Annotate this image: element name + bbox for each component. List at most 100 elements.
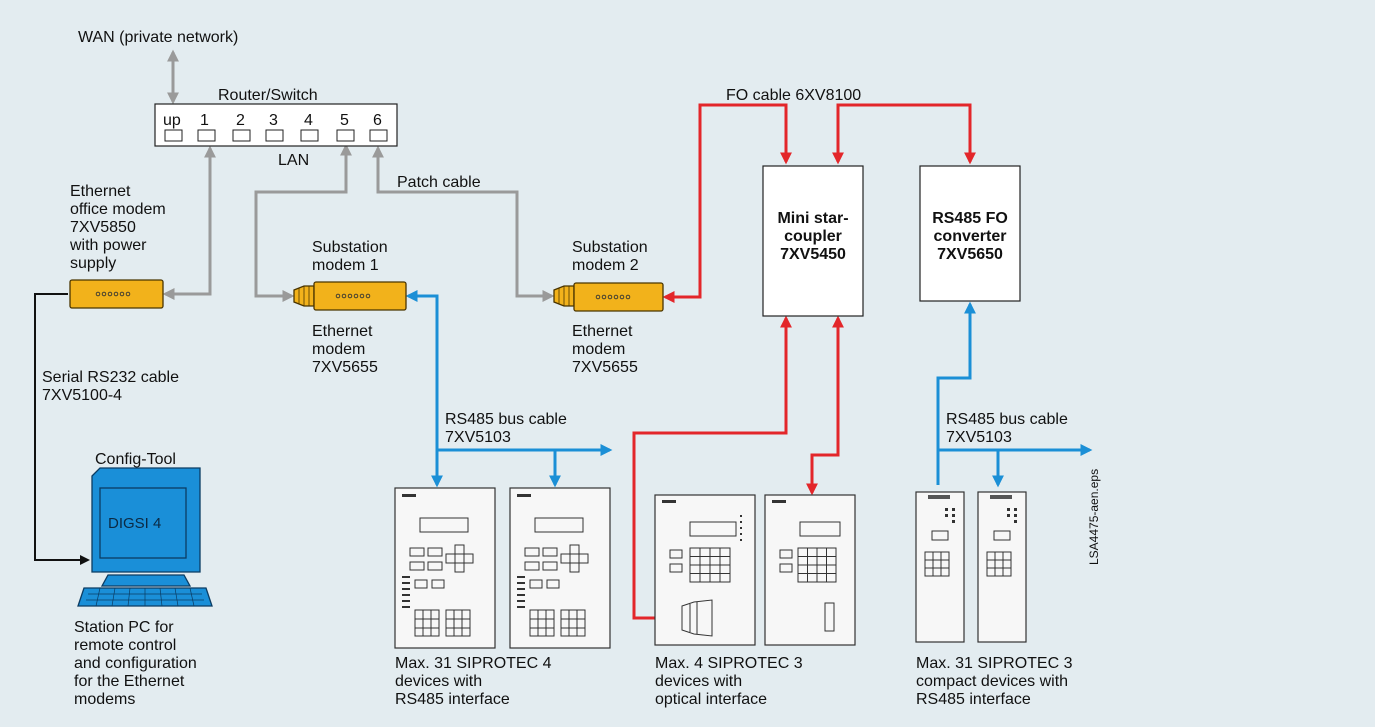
svg-text:RS485 interface: RS485 interface [395,691,510,708]
rs485-fo-converter [919,165,1021,302]
substation-modem-2 [553,282,664,312]
svg-text:RS485 FO: RS485 FO [932,210,1008,227]
svg-text:Max. 31 SIPROTEC 4: Max. 31 SIPROTEC 4 [395,655,552,672]
siprotec3-compact-device-6 [977,491,1027,643]
svg-text:Mini star-: Mini star- [777,210,848,227]
mini-star-coupler [762,165,864,317]
siprotec3-device-4 [764,494,856,646]
fo-modem2-to-coupler [662,103,792,303]
svg-text:4: 4 [304,112,313,129]
station-pc [77,467,213,607]
svg-text:supply: supply [70,255,116,272]
siprotec4-device-2 [509,487,611,649]
svg-text:optical interface: optical interface [655,691,767,708]
modem-leds [95,291,131,297]
svg-text:RS485 interface: RS485 interface [916,691,1031,708]
svg-text:Max. 4 SIPROTEC 3: Max. 4 SIPROTEC 3 [655,655,803,672]
wan-label: WAN (private network) [78,29,238,46]
optical-connector-icon [681,599,713,637]
serial-rs232-link [34,293,90,565]
svg-text:modems: modems [74,691,135,708]
siprotec4-device-1 [394,487,496,649]
svg-text:7XV5655: 7XV5655 [312,359,378,376]
svg-text:converter: converter [934,228,1007,245]
router-port-labels: up 1 2 3 4 5 6 [163,112,382,129]
svg-text:coupler: coupler [784,228,842,245]
svg-text:7XV5655: 7XV5655 [572,359,638,376]
router-label: Router/Switch [218,87,318,104]
star-coupler-label: Mini star- coupler 7XV5450 [777,210,848,263]
lan-link-port5 [254,143,352,302]
svg-text:and configuration: and configuration [74,655,197,672]
svg-text:Max. 31 SIPROTEC 3: Max. 31 SIPROTEC 3 [916,655,1073,672]
svg-text:7XV5103: 7XV5103 [946,429,1012,446]
svg-text:devices with: devices with [655,673,742,690]
patch-cable-link [372,145,555,302]
serial-cable-label: Serial RS232 cable 7XV5100-4 [42,369,179,404]
svg-text:devices with: devices with [395,673,482,690]
svg-text:Substation: Substation [312,239,388,256]
svg-text:7XV5100-4: 7XV5100-4 [42,387,122,404]
file-id-label: LSA4475-aen.eps [1087,469,1101,565]
office-modem-label: Ethernet office modem 7XV5850 with power… [69,183,166,272]
rs485-bus-left [405,290,443,488]
fo-cable-label: FO cable 6XV8100 [726,87,861,104]
fo-coupler-to-device3 [632,315,792,624]
siprotec3-device-3 [654,494,756,646]
fo-coupler-to-device4 [806,315,844,496]
svg-text:7XV5850: 7XV5850 [70,219,136,236]
svg-text:Ethernet: Ethernet [312,323,373,340]
fo-coupler-to-converter [832,103,976,165]
fo-converter-label: RS485 FO converter 7XV5650 [932,210,1008,263]
router-port-sockets [164,129,388,142]
svg-text:RS485 bus cable: RS485 bus cable [946,411,1068,428]
substation-modem-1 [293,281,407,311]
rs485-right-label: RS485 bus cable 7XV5103 [946,411,1068,446]
svg-text:7XV5103: 7XV5103 [445,429,511,446]
office-modem [69,279,164,309]
group2-label: Max. 4 SIPROTEC 3 devices with optical i… [655,655,803,708]
substation-modem-1-label: Substation modem 1 Ethernet modem 7XV565… [312,239,388,376]
siprotec3-compact-device-5 [915,491,965,643]
config-tool-label: Config-Tool [95,451,176,468]
svg-text:Substation: Substation [572,239,648,256]
svg-text:Ethernet: Ethernet [572,323,633,340]
patch-cable-label: Patch cable [397,174,481,191]
rs485-links [405,290,1093,488]
svg-text:6: 6 [373,112,382,129]
svg-text:7XV5450: 7XV5450 [780,246,846,263]
svg-text:2: 2 [236,112,245,129]
svg-text:modem: modem [312,341,365,358]
lan-label: LAN [278,152,309,169]
svg-text:compact devices with: compact devices with [916,673,1068,690]
svg-text:Ethernet: Ethernet [70,183,131,200]
svg-text:office modem: office modem [70,201,166,218]
svg-text:RS485 bus cable: RS485 bus cable [445,411,567,428]
group3-label: Max. 31 SIPROTEC 3 compact devices with … [916,655,1073,708]
svg-text:7XV5650: 7XV5650 [937,246,1003,263]
svg-text:modem: modem [572,341,625,358]
svg-text:modem 2: modem 2 [572,257,639,274]
router-switch [154,103,398,147]
substation-modem-2-label: Substation modem 2 Ethernet modem 7XV565… [572,239,648,376]
rs485-converter-link [936,301,976,485]
svg-text:up: up [163,112,181,129]
svg-text:5: 5 [340,112,349,129]
digsi-label: DIGSI 4 [108,515,161,532]
group1-label: Max. 31 SIPROTEC 4 devices with RS485 in… [395,655,552,708]
svg-text:Serial RS232 cable: Serial RS232 cable [42,369,179,386]
device-keypad [409,544,474,573]
svg-text:3: 3 [269,112,278,129]
svg-text:for the Ethernet: for the Ethernet [74,673,185,690]
ethernet-links [162,49,555,302]
svg-text:modem 1: modem 1 [312,257,379,274]
station-pc-label: Station PC for remote control and config… [74,619,197,708]
rs485-left-label: RS485 bus cable 7XV5103 [445,411,567,446]
svg-text:remote control: remote control [74,637,176,654]
svg-text:with power: with power [69,237,147,254]
fiber-optic-links [632,103,976,624]
svg-text:1: 1 [200,112,209,129]
office-modem-link [162,145,216,300]
svg-text:Station PC for: Station PC for [74,619,174,636]
